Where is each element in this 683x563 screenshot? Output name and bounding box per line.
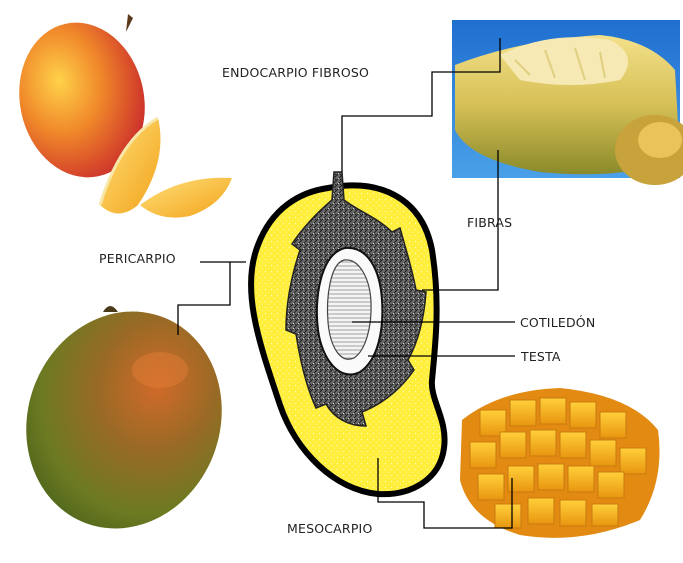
mango-whole-red-photo: [5, 11, 232, 218]
seed-cotyledon: [328, 260, 372, 359]
mango-sliced-photo: [452, 20, 683, 185]
label-mesocarpio: MESOCARPIO: [287, 522, 372, 536]
label-pericarpio: PERICARPIO: [99, 252, 176, 266]
label-testa: TESTA: [521, 350, 561, 364]
label-cotiledon: COTILEDÓN: [520, 316, 595, 330]
mango-green-photo: [0, 284, 252, 556]
mango-cross-section: [251, 172, 445, 494]
label-fibras: FIBRAS: [467, 216, 512, 230]
leader-pericarpio-2: [178, 262, 230, 335]
label-endocarpio-fibroso: ENDOCARPIO FIBROSO: [222, 66, 369, 80]
mango-cubed-photo: [460, 388, 660, 538]
